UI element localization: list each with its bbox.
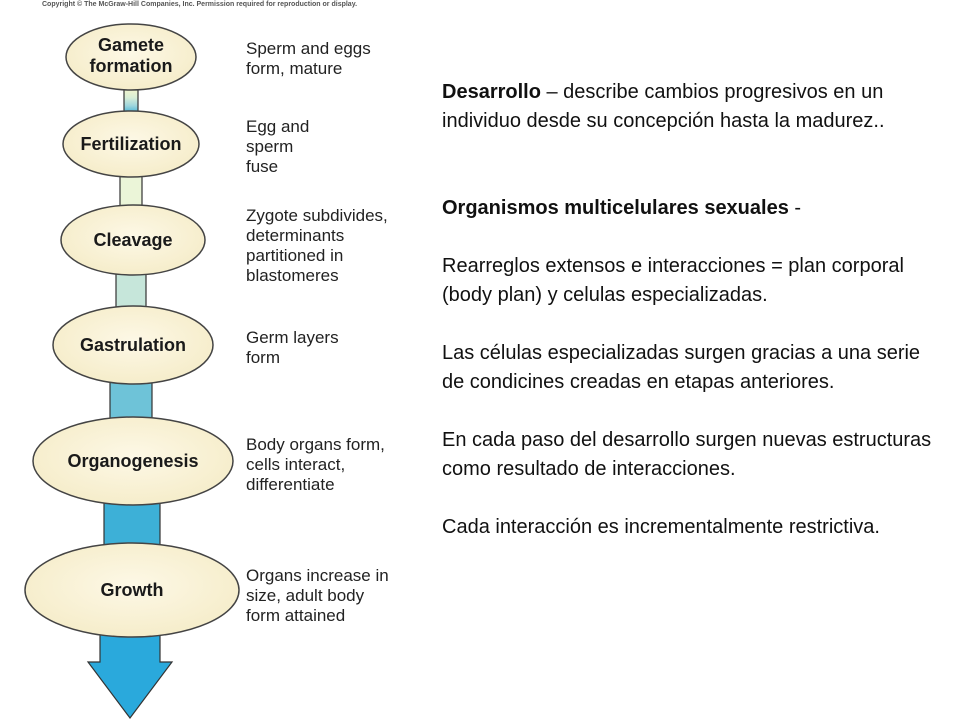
stage-label-growth: Growth — [100, 580, 164, 600]
stage-label-cleavage: Cleavage — [93, 230, 173, 250]
stage-oval-growth — [24, 542, 240, 638]
down-arrow-icon — [86, 627, 174, 719]
stage-label-fertilization: Fertilization — [80, 134, 182, 154]
term-organismos: Organismos multicelulares sexuales — [442, 197, 789, 219]
stage-oval-gamete-formation — [65, 23, 197, 91]
stage-oval-organogenesis — [32, 416, 234, 506]
stage-description-organogenesis: Body organs form, cells interact, differ… — [246, 435, 385, 494]
stage-description-gamete-formation: Sperm and eggs form, mature — [246, 39, 371, 78]
explanation-text-panel: Desarrollo – describe cambios progresivo… — [442, 78, 942, 542]
paragraph-rearreglos: Rearreglos extensos e interacciones = pl… — [442, 255, 904, 306]
definition-desarrollo: – describe cambios progresivos en un ind… — [442, 81, 885, 132]
stage-description-cleavage: Zygote subdivides, determinants partitio… — [246, 206, 388, 285]
term-desarrollo: Desarrollo — [442, 81, 541, 103]
paragraph-celulas-especializadas: Las células especializadas surgen gracia… — [442, 342, 921, 393]
development-stages-diagram — [24, 23, 240, 719]
stage-label-organogenesis: Organogenesis — [67, 451, 199, 471]
paragraph-interaccion-restrictiva: Cada interacción es incrementalmente res… — [442, 516, 880, 538]
paragraph-organismos: Organismos multicelulares sexuales - — [442, 194, 942, 223]
stage-oval-gastrulation — [52, 305, 214, 385]
stage-description-growth: Organs increase in size, adult body form… — [246, 566, 389, 625]
stage-description-gastrulation: Germ layers form — [246, 328, 339, 367]
copyright-notice: Copyright © The McGraw-Hill Companies, I… — [42, 1, 358, 8]
stage-oval-cleavage — [60, 204, 206, 276]
stage-oval-fertilization — [62, 110, 200, 178]
organismos-dash: - — [788, 197, 802, 219]
paragraph-nuevas-estructuras: En cada paso del desarrollo surgen nueva… — [442, 429, 932, 480]
stage-description-fertilization: Egg and sperm fuse — [246, 117, 310, 176]
stage-label-gastrulation: Gastrulation — [79, 335, 186, 355]
paragraph-desarrollo: Desarrollo – describe cambios progresivo… — [442, 78, 942, 136]
stage-label-gamete-formation: Gamete formation — [89, 35, 173, 76]
